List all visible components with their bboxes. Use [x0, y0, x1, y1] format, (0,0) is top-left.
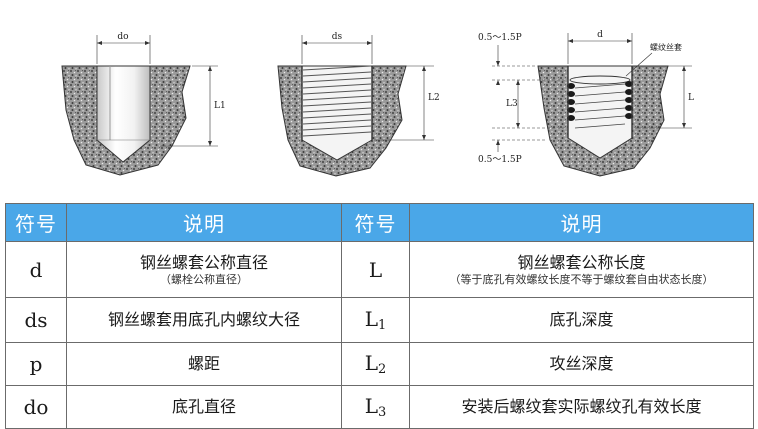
- diagrams-area: do L1 ds: [0, 0, 758, 200]
- description-cell: 攻丝深度: [409, 342, 754, 386]
- symbol-main: L: [364, 307, 378, 331]
- fig2-tapped-hole: ds L2: [277, 32, 440, 177]
- symbol-cell: L2: [341, 342, 410, 386]
- fig3-mid-label: L3: [506, 99, 518, 109]
- table-row: do 底孔直径 L3 安装后螺纹套实际螺纹孔有效长度: [5, 385, 754, 429]
- fig3-depth-label: L: [688, 93, 694, 103]
- hole-diagrams: do L1 ds: [61, 30, 694, 177]
- description-text: 钢丝螺套用底孔内螺纹大径: [107, 310, 300, 329]
- table-row: ds 钢丝螺套用底孔内螺纹大径 L1 底孔深度: [5, 297, 754, 343]
- spec-table: 符号 说明 符号 说明 d 钢丝螺套公称直径 （螺栓公称直径） L 钢丝螺套公称…: [5, 203, 754, 429]
- description-text: 螺距: [187, 354, 220, 373]
- fig2-depth-label: L2: [428, 93, 440, 103]
- symbol-subscript: 1: [378, 318, 387, 333]
- symbol-main: L: [364, 394, 378, 418]
- description-text: 安装后螺纹套实际螺纹孔有效长度: [461, 397, 702, 416]
- table-row: p 螺距 L2 攻丝深度: [5, 342, 754, 386]
- symbol-subscript: 3: [378, 405, 387, 420]
- fig3-width-label: d: [597, 30, 603, 40]
- symbol-cell: ds: [5, 297, 67, 343]
- description-cell: 底孔深度: [409, 297, 754, 343]
- description-cell: 钢丝螺套用底孔内螺纹大径: [66, 297, 342, 343]
- description-note: （螺栓公称直径）: [160, 273, 248, 286]
- header-description-right: 说明: [409, 203, 754, 242]
- symbol-main: L: [364, 351, 378, 375]
- fig3-insert-label: 螺纹丝套: [650, 42, 682, 52]
- symbol-cell: p: [5, 342, 67, 386]
- description-cell: 安装后螺纹套实际螺纹孔有效长度: [409, 385, 754, 429]
- fig2-threads: [302, 65, 372, 137]
- symbol-cell: d: [5, 241, 67, 298]
- description-note: （等于底孔有效螺纹长度不等于螺纹套自由状态长度）: [449, 273, 714, 286]
- fig3-insert-coils: [567, 75, 633, 129]
- header-description-left: 说明: [66, 203, 342, 242]
- fig3-bottom-margin-label: 0.5～1.5P: [478, 155, 522, 165]
- description-text: 钢丝螺套公称长度: [517, 253, 646, 272]
- symbol-cell: L3: [341, 385, 410, 429]
- symbol-cell: L1: [341, 297, 410, 343]
- fig1-depth-label: L1: [214, 101, 226, 111]
- symbol-subscript: 2: [378, 362, 387, 377]
- symbol-cell: do: [5, 385, 67, 429]
- description-text: 攻丝深度: [549, 354, 614, 373]
- fig3-insert-installed: d 螺纹丝套 0.5～1.5P L3 0.5～1.5P L: [478, 30, 694, 177]
- description-cell: 钢丝螺套公称长度 （等于底孔有效螺纹长度不等于螺纹套自由状态长度）: [409, 241, 754, 298]
- symbol-cell: L: [341, 241, 410, 298]
- fig1-width-label: do: [117, 32, 128, 42]
- fig2-width-label: ds: [332, 32, 343, 42]
- description-text: 钢丝螺套公称直径: [139, 253, 268, 272]
- description-cell: 底孔直径: [66, 385, 342, 429]
- fig1-drilled-hole: do L1: [61, 32, 226, 176]
- table-row: d 钢丝螺套公称直径 （螺栓公称直径） L 钢丝螺套公称长度 （等于底孔有效螺纹…: [5, 241, 754, 298]
- fig3-top-margin-label: 0.5～1.5P: [478, 33, 522, 43]
- description-text: 底孔深度: [549, 310, 614, 329]
- header-symbol-right: 符号: [341, 203, 410, 242]
- description-text: 底孔直径: [171, 397, 236, 416]
- table-header-row: 符号 说明 符号 说明: [5, 203, 754, 242]
- description-cell: 钢丝螺套公称直径 （螺栓公称直径）: [66, 241, 342, 298]
- description-cell: 螺距: [66, 342, 342, 386]
- header-symbol-left: 符号: [5, 203, 67, 242]
